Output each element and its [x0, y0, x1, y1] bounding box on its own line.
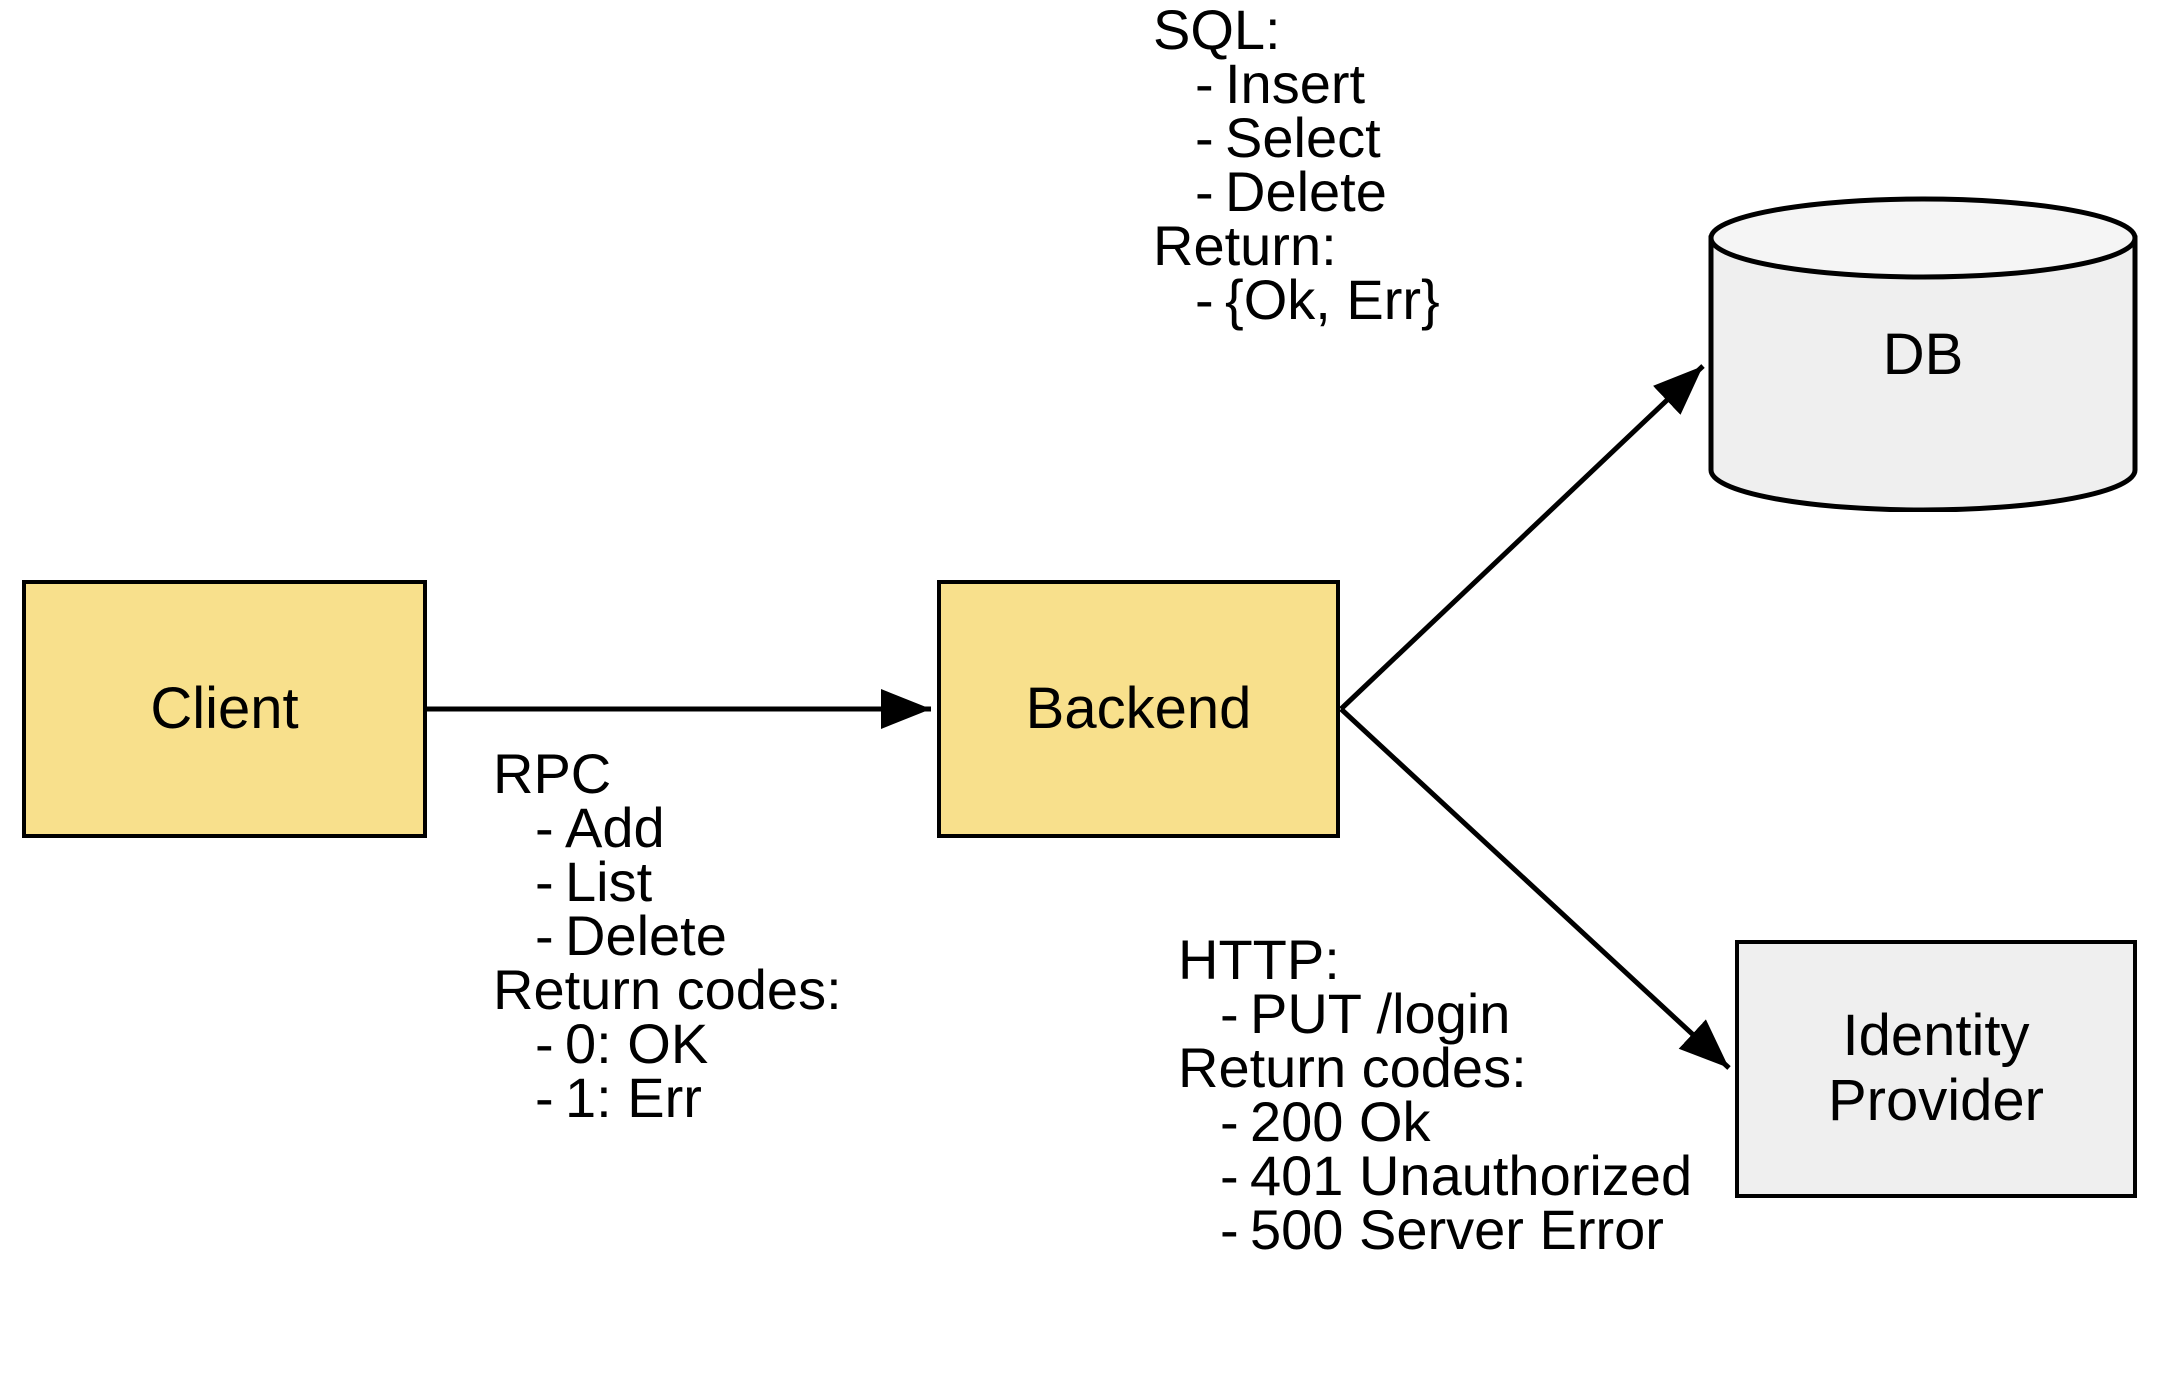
http-method-label: PUT /login [1250, 982, 1511, 1045]
http-heading: HTTP: [1178, 928, 1340, 991]
identity-provider-label-line1: Identity [1842, 1003, 2030, 1069]
http-return-label: 401 Unauthorized [1250, 1144, 1693, 1207]
client-label: Client [150, 675, 299, 741]
bullet-dash: - [535, 904, 554, 967]
client-node[interactable]: Client [22, 580, 427, 838]
sql-heading: SQL: [1153, 0, 1281, 61]
http-returns-heading: Return codes: [1178, 1036, 1527, 1099]
sql-annotation: SQL: -Insert -Select -Delete Return: -{O… [1153, 0, 1440, 331]
sql-return-item: -{Ok, Err} [1153, 268, 1440, 331]
bullet-dash: - [535, 1012, 554, 1075]
bullet-dash: - [1220, 982, 1239, 1045]
sql-method-label: Insert [1225, 52, 1366, 115]
rpc-method-label: Add [565, 796, 665, 859]
bullet-dash: - [1220, 1198, 1239, 1261]
db-cylinder-shape [1708, 196, 2138, 512]
rpc-method-item: -Add [493, 796, 842, 859]
identity-provider-node[interactable]: Identity Provider [1735, 940, 2137, 1198]
bullet-dash: - [1220, 1090, 1239, 1153]
rpc-returns-heading: Return codes: [493, 958, 842, 1021]
sql-method-label: Delete [1225, 160, 1387, 223]
db-cylinder-top [1708, 196, 2138, 280]
rpc-method-label: Delete [565, 904, 727, 967]
sql-method-item: -Insert [1153, 52, 1440, 115]
bullet-dash: - [535, 1066, 554, 1129]
backend-node[interactable]: Backend [937, 580, 1340, 838]
bullet-dash: - [1195, 106, 1214, 169]
http-method-item: -PUT /login [1178, 982, 1692, 1045]
rpc-return-item: -1: Err [493, 1066, 842, 1129]
rpc-method-item: -List [493, 850, 842, 913]
sql-method-item: -Select [1153, 106, 1440, 169]
rpc-return-item: -0: OK [493, 1012, 842, 1075]
identity-provider-label-line2: Provider [1828, 1068, 2044, 1133]
http-return-label: 500 Server Error [1250, 1198, 1664, 1261]
bullet-dash: - [535, 850, 554, 913]
http-return-item: -500 Server Error [1178, 1198, 1692, 1261]
backend-label: Backend [1025, 675, 1252, 741]
db-cylinder-body [1708, 235, 2138, 512]
http-annotation: HTTP: -PUT /login Return codes: -200 Ok … [1178, 928, 1692, 1261]
rpc-method-item: -Delete [493, 904, 842, 967]
sql-method-label: Select [1225, 106, 1381, 169]
rpc-method-label: List [565, 850, 653, 913]
bullet-dash: - [1195, 52, 1214, 115]
sql-returns-heading: Return: [1153, 214, 1337, 277]
http-return-label: 200 Ok [1250, 1090, 1431, 1153]
bullet-dash: - [535, 796, 554, 859]
http-return-item: -401 Unauthorized [1178, 1144, 1692, 1207]
sql-return-label: {Ok, Err} [1225, 268, 1440, 331]
bullet-dash: - [1195, 160, 1214, 223]
rpc-annotation: RPC -Add -List -Delete Return codes: -0:… [493, 742, 842, 1129]
http-return-item: -200 Ok [1178, 1090, 1692, 1153]
sql-method-item: -Delete [1153, 160, 1440, 223]
edge-backend-to-db [1339, 364, 1705, 711]
bullet-dash: - [1195, 268, 1214, 331]
rpc-heading: RPC [493, 742, 612, 805]
bullet-dash: - [1220, 1144, 1239, 1207]
rpc-return-label: 1: Err [565, 1066, 702, 1129]
rpc-return-label: 0: OK [565, 1012, 709, 1075]
